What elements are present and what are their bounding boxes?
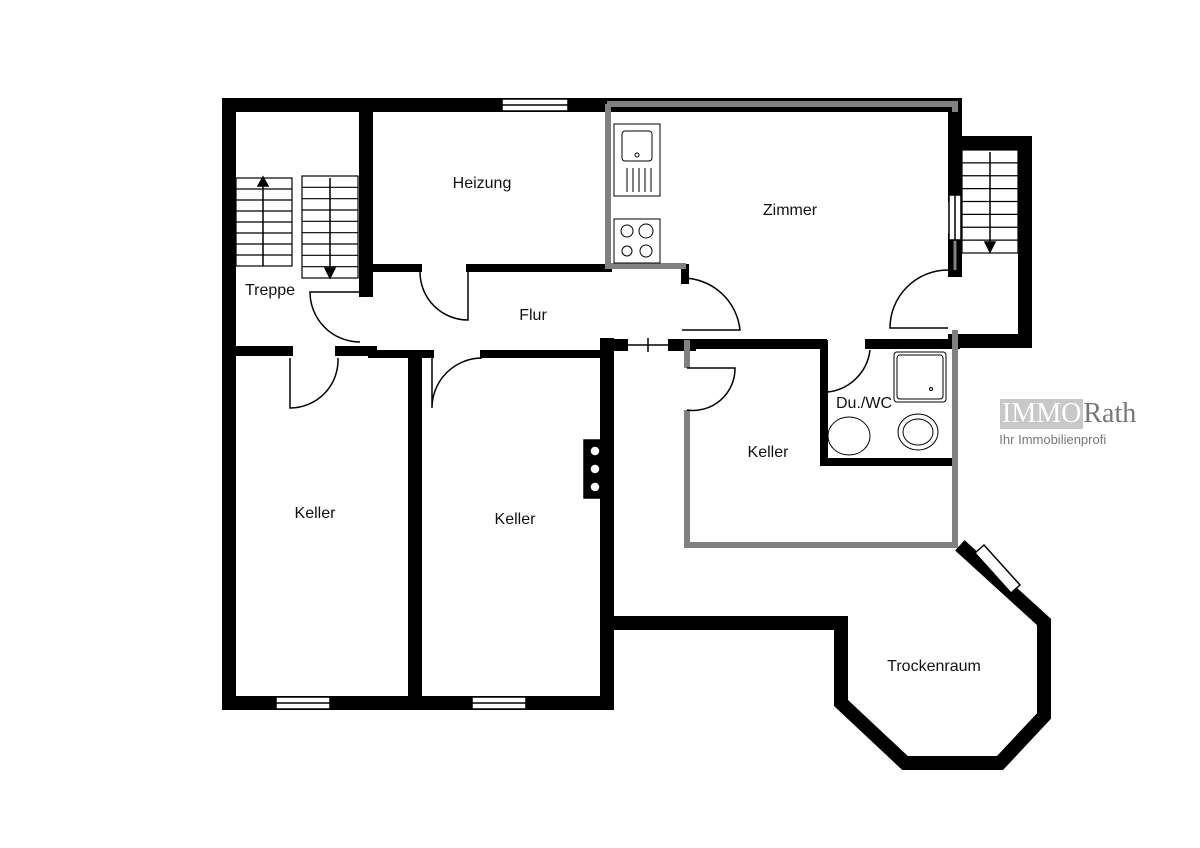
room-label-du-wc: Du./WC (836, 395, 892, 412)
windows (275, 98, 1022, 710)
room-label-keller-east: Keller (747, 444, 789, 461)
logo-rath: Rath (1083, 398, 1137, 429)
room-label-zimmer: Zimmer (762, 202, 818, 219)
toilet (897, 413, 939, 451)
doors (289, 269, 949, 412)
wall-stair-box (948, 136, 1032, 348)
room-label-flur: Flur (519, 307, 547, 324)
bathroom-fixtures (827, 351, 947, 456)
company-logo: IMMORath Ihr Immobilienprofi (999, 398, 1137, 447)
wall-trockenraum (600, 540, 1051, 770)
logo-tagline: Ihr Immobilienprofi (999, 432, 1107, 447)
room-label-treppe: Treppe (244, 282, 296, 299)
chimney (583, 439, 607, 499)
shower (893, 351, 947, 403)
room-label-keller-middle: Keller (494, 511, 536, 528)
stair-arrows (256, 152, 997, 280)
kitchen (613, 123, 661, 264)
walls (222, 98, 1051, 770)
stove (613, 218, 661, 264)
room-label-keller-west: Keller (294, 505, 336, 522)
sink (827, 416, 871, 456)
drainboard (626, 168, 652, 192)
room-label-trockenraum: Trockenraum (887, 658, 981, 675)
logo-immo: IMMO (1000, 398, 1084, 429)
room-label-heizung: Heizung (452, 175, 512, 192)
inner-walls (605, 101, 958, 548)
